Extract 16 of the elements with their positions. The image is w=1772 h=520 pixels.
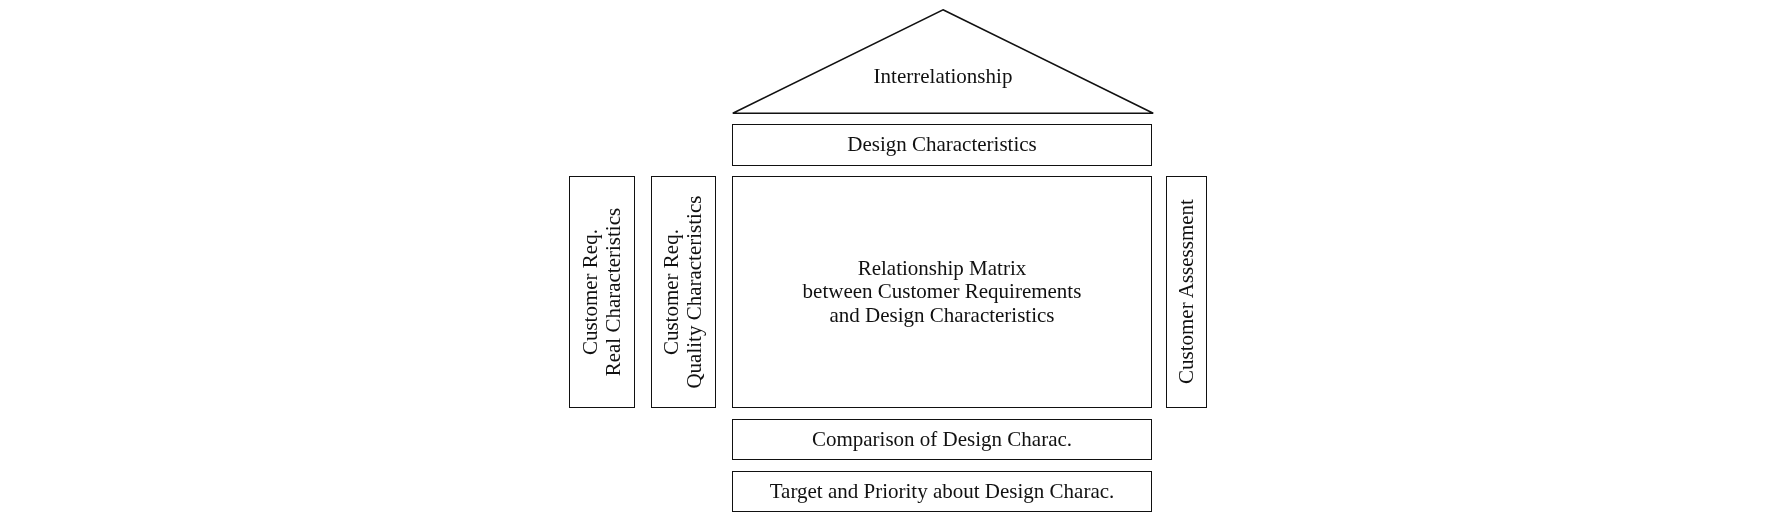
section-box — [732, 419, 1152, 460]
section-box — [732, 176, 1152, 408]
section-box — [1166, 176, 1207, 408]
section-label: Target and Priority about Design Charac. — [769, 479, 1115, 504]
section-label: Customer Req. Real Characteristics — [578, 207, 626, 377]
section-box — [569, 176, 635, 408]
section-box — [732, 124, 1152, 166]
section-label: Comparison of Design Charac. — [811, 427, 1073, 452]
section-box — [651, 176, 716, 408]
roof-triangle — [732, 9, 1154, 114]
section-label: Design Characteristics — [847, 133, 1037, 157]
section-label: Customer Assessment — [1174, 199, 1199, 385]
section-label: Interrelationship — [873, 64, 1013, 88]
section-label: Relationship Matrix between Customer Requirements and Design Characteristics — [802, 257, 1082, 327]
section-box — [732, 471, 1152, 512]
section-label: Customer Req. Quality Characteristics — [660, 195, 707, 389]
